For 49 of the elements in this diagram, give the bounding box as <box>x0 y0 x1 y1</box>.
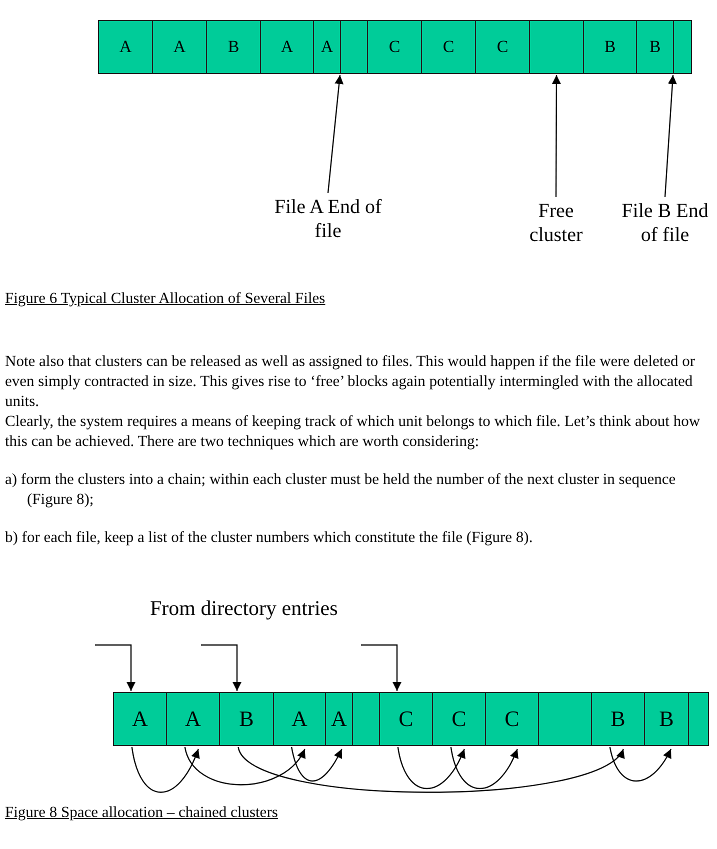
cluster-cell: C <box>432 692 486 746</box>
cluster-cell: A <box>313 20 341 74</box>
arrow <box>552 75 561 197</box>
arrow <box>290 746 342 782</box>
cluster-cell <box>352 692 380 746</box>
cluster-cell: B <box>219 692 274 746</box>
arrow <box>201 644 242 691</box>
arrow <box>327 74 344 194</box>
callout-text: Free cluster <box>516 199 596 247</box>
cluster-cell: A <box>166 692 220 746</box>
cluster-cell: A <box>273 692 326 746</box>
arrow <box>131 746 200 793</box>
cluster-cell: A <box>325 692 353 746</box>
cluster-cell <box>538 692 592 746</box>
figure-caption: Figure 8 Space allocation – chained clusters <box>5 804 278 822</box>
figure-caption: Figure 6 Typical Cluster Allocation of Several Files <box>5 290 326 308</box>
cluster-cell: C <box>379 692 433 746</box>
arrow <box>95 644 136 691</box>
cluster-cell: C <box>475 20 530 74</box>
cluster-cell <box>529 20 584 74</box>
arrow <box>361 644 402 691</box>
arrow <box>397 746 465 789</box>
cluster-cell <box>673 20 692 74</box>
callout-text: File A End of file <box>268 195 388 243</box>
cluster-cell: B <box>591 692 645 746</box>
cluster-cell: B <box>644 692 689 746</box>
arrow <box>664 74 677 198</box>
cluster-cell: A <box>98 20 153 74</box>
cluster-cell: B <box>636 20 674 74</box>
arrow <box>184 746 306 786</box>
arrow <box>238 746 624 793</box>
annotation-text: From directory entries <box>150 596 338 621</box>
arrow <box>450 746 518 789</box>
cluster-cell: B <box>206 20 261 74</box>
cluster-cell: C <box>367 20 422 74</box>
cluster-cell <box>688 692 709 746</box>
cluster-cell <box>340 20 368 74</box>
cluster-cell: A <box>260 20 314 74</box>
callout-text: File B End of file <box>613 199 717 247</box>
list-item: a) form the clusters into a chain; within each cluster must be held the number of the next cluster in sequence (Figure 8); <box>5 470 677 510</box>
list-item: b) for each file, keep a list of the cluster numbers which constitute the file (Figure 8). <box>5 528 534 548</box>
paragraph: Clearly, the system requires a means of keeping track of which unit belongs to which file. Let’s think about how this can be achieved. There are two techniques which are worth considering: <box>5 412 702 452</box>
cluster-cell: A <box>113 692 167 746</box>
arrow <box>609 746 672 782</box>
paragraph: Note also that clusters can be released as well as assigned to files. This would happen if the file were deleted or even simply contracted in size. This gives rise to ‘free’ blocks again potentially intermingled with the allocated units. <box>5 352 696 412</box>
cluster-cell: C <box>421 20 476 74</box>
cluster-cell: C <box>485 692 539 746</box>
cluster-cell: B <box>583 20 637 74</box>
cluster-cell: A <box>152 20 207 74</box>
